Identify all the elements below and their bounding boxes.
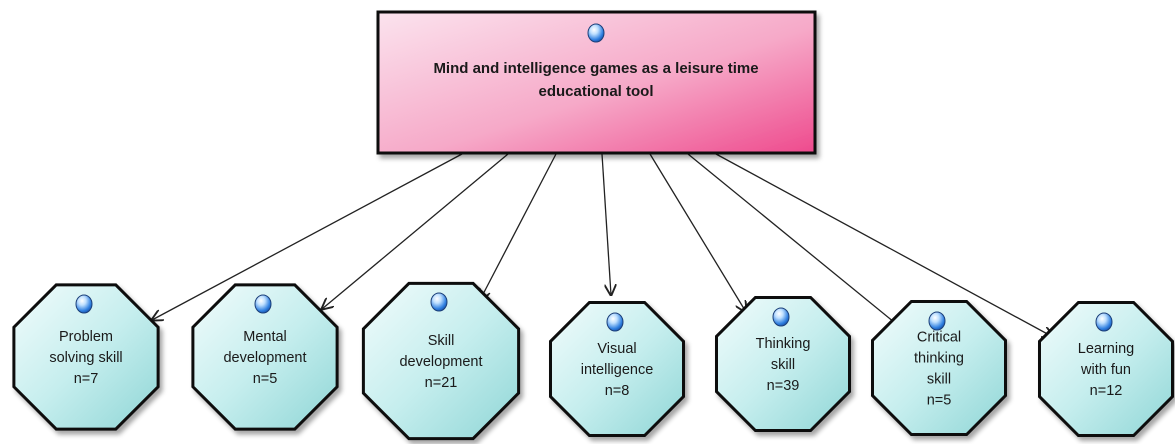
edge-arrow-4 bbox=[601, 153, 611, 295]
root-label-line-2: educational tool bbox=[538, 83, 653, 100]
edge-arrow-1 bbox=[152, 153, 463, 320]
child-node-label-line: intelligence bbox=[581, 362, 654, 378]
child-node-4[interactable]: Visual intelligence n=8 bbox=[549, 301, 685, 437]
child-node-label-line: n=39 bbox=[767, 378, 800, 394]
child-node-1[interactable]: Problem solving skill n=7 bbox=[12, 283, 160, 431]
child-node-label-line: n=12 bbox=[1090, 383, 1123, 399]
child-node-label-line: Learning bbox=[1078, 341, 1134, 357]
child-node-label-line: n=5 bbox=[253, 371, 278, 387]
child-node-label-line: development bbox=[399, 354, 482, 370]
blue-orb-icon bbox=[1095, 312, 1113, 332]
edge-arrow-7 bbox=[715, 153, 1053, 337]
root-label-line-1: Mind and intelligence games as a leisure… bbox=[433, 60, 758, 77]
child-node-3[interactable]: Skill development n=21 bbox=[361, 281, 521, 441]
child-node-label-line: solving skill bbox=[49, 350, 122, 366]
octagon-shape bbox=[191, 283, 339, 431]
child-node-label-line: Visual bbox=[597, 341, 636, 357]
octagon-shape bbox=[715, 296, 851, 432]
child-node-label-line: n=7 bbox=[74, 371, 99, 387]
child-node-label-line: n=5 bbox=[927, 393, 952, 409]
octagon-shape bbox=[1038, 301, 1174, 437]
octagon-shape bbox=[12, 283, 160, 431]
blue-orb-icon bbox=[254, 294, 272, 314]
blue-orb-icon bbox=[928, 311, 946, 331]
blue-orb-icon bbox=[606, 312, 624, 332]
octagon-shape bbox=[549, 301, 685, 437]
child-nodes-layer: Problem solving skill n=7 Mental development… bbox=[12, 281, 1174, 441]
child-node-label-line: n=8 bbox=[605, 383, 630, 399]
child-node-7[interactable]: Learning with fun n=12 bbox=[1038, 301, 1174, 437]
child-node-6[interactable]: Critical thinking skill n=5 bbox=[871, 300, 1007, 436]
child-node-2[interactable]: Mental development n=5 bbox=[191, 283, 339, 431]
child-node-label-line: n=21 bbox=[425, 375, 458, 391]
edge-arrow-2 bbox=[322, 153, 509, 309]
blue-orb-icon bbox=[772, 307, 790, 327]
edges-layer bbox=[152, 153, 1053, 337]
blue-orb-icon bbox=[75, 294, 93, 314]
edge-arrow-3 bbox=[480, 153, 557, 300]
octagon-shape bbox=[871, 300, 1007, 436]
child-node-label-line: skill bbox=[927, 372, 951, 388]
edge-arrow-6 bbox=[687, 153, 900, 327]
child-node-label-line: development bbox=[223, 350, 306, 366]
child-node-5[interactable]: Thinking skill n=39 bbox=[715, 296, 851, 432]
blue-orb-icon bbox=[430, 292, 448, 312]
child-node-label-line: thinking bbox=[914, 351, 964, 367]
child-node-label-line: Critical bbox=[917, 330, 961, 346]
child-node-label-line: Thinking bbox=[756, 336, 811, 352]
blue-orb-icon bbox=[587, 23, 605, 43]
edge-arrow-5 bbox=[649, 153, 746, 312]
root-node[interactable]: Mind and intelligence games as a leisure… bbox=[376, 10, 817, 155]
child-node-label-line: Problem bbox=[59, 329, 113, 345]
child-node-label-line: Mental bbox=[243, 329, 287, 345]
child-node-label-line: skill bbox=[771, 357, 795, 373]
octagon-shape bbox=[361, 281, 521, 441]
child-node-label-line: with fun bbox=[1080, 362, 1131, 378]
child-node-label-line: Skill bbox=[428, 333, 455, 349]
